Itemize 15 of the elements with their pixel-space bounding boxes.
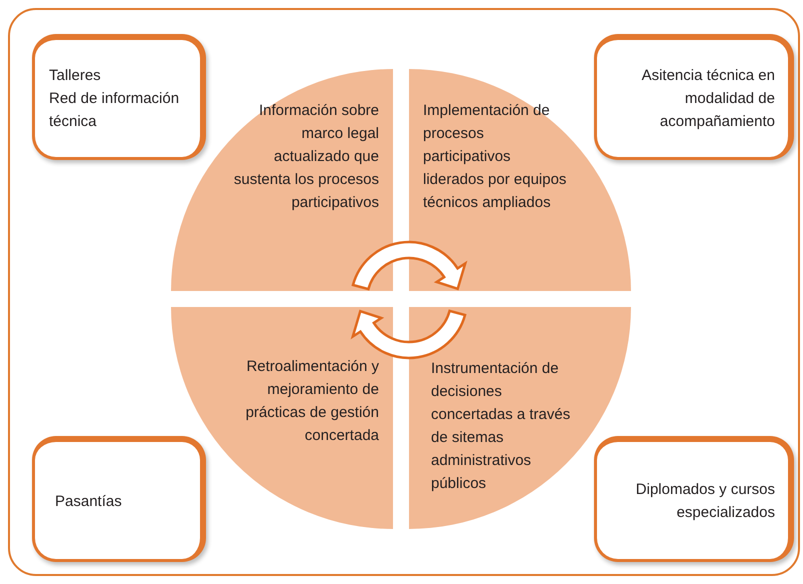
rounded-box <box>594 34 794 160</box>
rounded-box <box>594 436 794 562</box>
node-text: Pasantías <box>55 492 123 512</box>
node-text: Retroalimentación y mejoramiento de prácticas de gestión concertada <box>244 357 379 446</box>
node-text: Talleres <box>49 66 102 86</box>
rounded-box <box>32 34 206 160</box>
curved-arrow <box>352 240 466 290</box>
node-text: Instrumentación de decisiones concertadas a través de sitemas administrativos públicos <box>431 359 572 494</box>
curved-arrow <box>352 310 466 360</box>
node-text: Implementación de procesos participativos liderados por equipos técnicos ampliados <box>423 101 568 213</box>
node-text: Red de información técnica <box>49 89 180 132</box>
node-text: Asitencia técnica en modalidad de acompañamiento <box>640 66 775 132</box>
rounded-box <box>32 436 206 562</box>
node-text: Información sobre marco legal actualizado que sustenta los procesos participativos <box>233 101 379 213</box>
node-text: Diplomados y cursos especializados <box>634 480 775 523</box>
